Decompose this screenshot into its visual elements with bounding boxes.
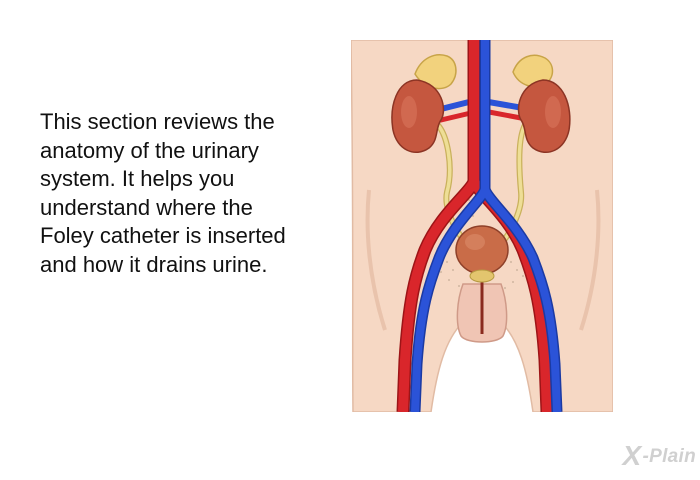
adrenal-gland-right: [512, 54, 554, 88]
xplain-logo-dash: -: [642, 446, 650, 467]
urinary-system-illustration: [351, 40, 613, 412]
kidney-left-highlight: [401, 96, 417, 128]
kidney-right-highlight: [545, 96, 561, 128]
xplain-logo-name: Plain: [649, 446, 696, 467]
kidney-left: [391, 79, 445, 153]
renal-artery-right: [486, 109, 524, 121]
intro-text: This section reviews the anatomy of the …: [40, 109, 286, 277]
ureter-right-fill: [493, 120, 529, 252]
xplain-logo-mark: X: [622, 440, 642, 471]
side-contour-left: [365, 189, 387, 331]
bladder-highlight: [465, 234, 485, 250]
kidney-right: [517, 79, 571, 153]
bladder: [455, 225, 509, 275]
vena-cava-iliac-veins-fill: [411, 40, 561, 412]
prostate: [469, 269, 495, 283]
side-contour-right: [579, 189, 601, 331]
xplain-logo: X-Plain: [622, 440, 696, 472]
